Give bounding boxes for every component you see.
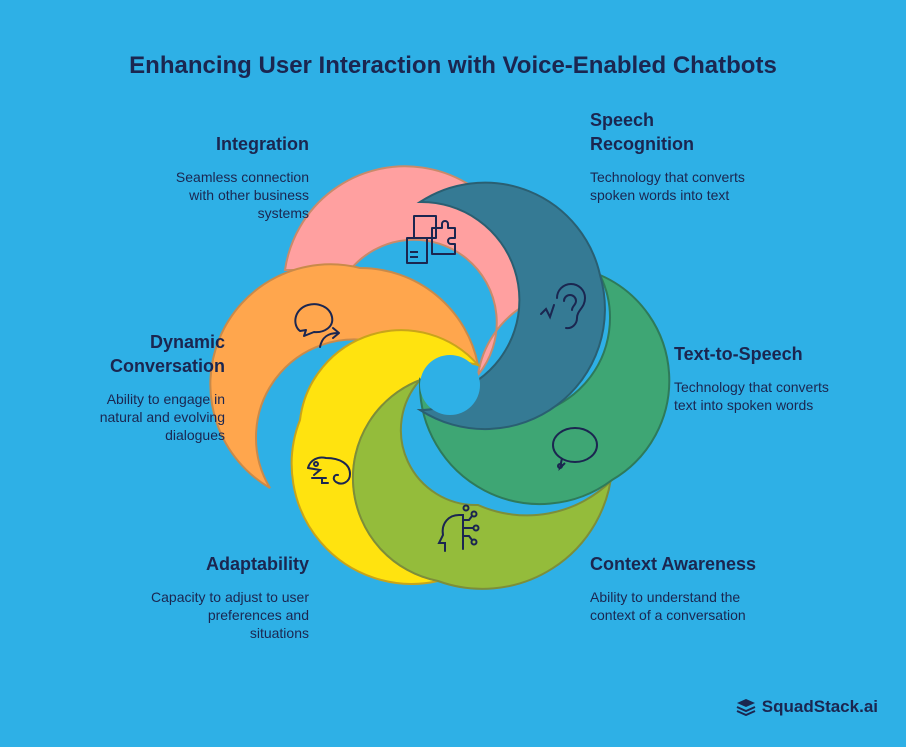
segment-context-awareness bbox=[351, 379, 613, 590]
desc-text-to-speech: Technology that converts text into spoke… bbox=[674, 379, 829, 413]
heading-context-awareness: Context Awareness bbox=[590, 554, 757, 574]
label-adaptability: Adaptability Capacity to adjust to user … bbox=[150, 552, 309, 642]
label-context-awareness: Context Awareness Ability to understand … bbox=[590, 552, 770, 624]
label-text-to-speech: Text-to-Speech Technology that converts … bbox=[674, 342, 834, 414]
speech-bubble-icon bbox=[552, 427, 598, 472]
heading-dynamic-conversation: Dynamic Conversation bbox=[109, 332, 225, 376]
segment-dynamic-conversation-shape bbox=[209, 263, 480, 489]
page-title: Enhancing User Interaction with Voice-En… bbox=[129, 52, 777, 79]
brain-circuit-icon bbox=[437, 504, 480, 552]
chat-arrow-icon bbox=[294, 303, 340, 348]
desc-speech-recognition: Technology that converts spoken words in… bbox=[590, 169, 745, 203]
heading-speech-recognition: Speech Recognition bbox=[590, 110, 694, 154]
desc-integration: Seamless connection with other business … bbox=[175, 169, 309, 221]
puzzle-document-icon bbox=[406, 215, 456, 264]
label-integration: Integration Seamless connection with oth… bbox=[150, 132, 309, 222]
ear-icon bbox=[540, 283, 587, 330]
desc-context-awareness: Ability to understand the context of a c… bbox=[590, 589, 746, 623]
chameleon-icon bbox=[307, 456, 352, 485]
heading-adaptability: Adaptability bbox=[205, 554, 309, 574]
heading-text-to-speech: Text-to-Speech bbox=[674, 344, 803, 364]
label-speech-recognition: Speech Recognition Technology that conve… bbox=[590, 108, 755, 204]
desc-adaptability: Capacity to adjust to user preferences a… bbox=[151, 589, 309, 641]
stack-icon bbox=[736, 699, 756, 716]
heading-integration: Integration bbox=[216, 134, 309, 154]
squadstack-logo: SquadStack.ai bbox=[736, 697, 878, 717]
segment-integration bbox=[283, 165, 528, 379]
segment-speech-recognition bbox=[416, 181, 606, 431]
label-dynamic-conversation: Dynamic Conversation Ability to engage i… bbox=[75, 330, 225, 444]
logo-text: SquadStack.ai bbox=[761, 697, 878, 716]
desc-dynamic-conversation: Ability to engage in natural and evolvin… bbox=[99, 391, 225, 443]
